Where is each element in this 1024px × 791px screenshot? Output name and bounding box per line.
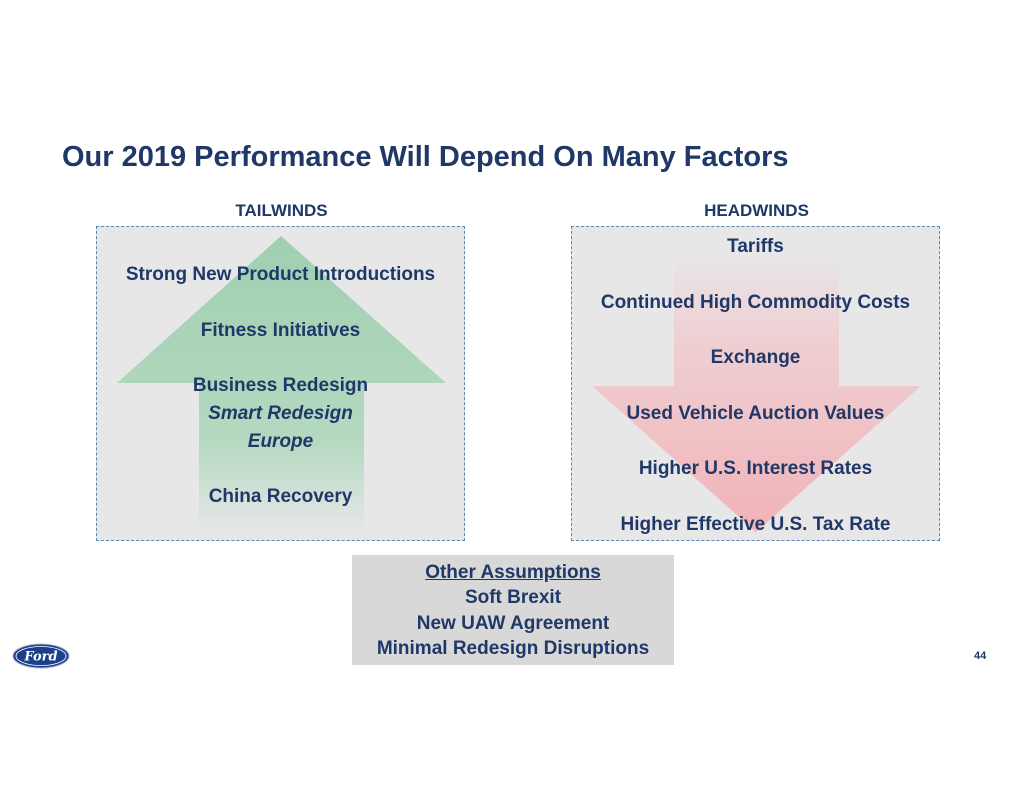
headwinds-panel: Tariffs Continued High Commodity Costs E… (571, 226, 940, 541)
tailwinds-panel: Strong New Product Introductions Fitness… (96, 226, 465, 541)
tailwind-item: Business Redesign (192, 375, 369, 396)
page-number: 44 (974, 650, 987, 662)
headwind-item: Used Vehicle Auction Values (626, 403, 885, 424)
assumption-item: Soft Brexit (464, 587, 562, 608)
headwind-item: Higher U.S. Interest Rates (638, 458, 873, 479)
headwinds-label: HEADWINDS (704, 201, 809, 220)
headwind-item: Tariffs (727, 236, 784, 257)
tailwind-item: Fitness Initiatives (200, 320, 361, 341)
tailwind-item: Strong New Product Introductions (125, 264, 436, 285)
tailwind-item: China Recovery (208, 486, 353, 507)
up-arrow-icon (117, 236, 446, 532)
tailwind-subitem: Smart Redesign (208, 403, 353, 424)
other-assumptions-box: Other Assumptions Soft Brexit New UAW Ag… (352, 555, 674, 665)
ford-logo: Ford (12, 643, 70, 669)
assumption-item: New UAW Agreement (416, 613, 610, 634)
other-assumptions-heading: Other Assumptions (425, 562, 601, 583)
headwind-item: Continued High Commodity Costs (600, 292, 911, 313)
slide-title: Our 2019 Performance Will Depend On Many… (62, 141, 789, 173)
headwind-item: Exchange (710, 347, 801, 368)
down-arrow-icon (592, 252, 921, 532)
assumption-item: Minimal Redesign Disruptions (376, 638, 650, 659)
headwind-item: Higher Effective U.S. Tax Rate (620, 514, 891, 535)
tailwinds-label: TAILWINDS (235, 201, 328, 220)
ford-logo-text: Ford (23, 650, 57, 665)
tailwind-subitem: Europe (247, 431, 314, 452)
